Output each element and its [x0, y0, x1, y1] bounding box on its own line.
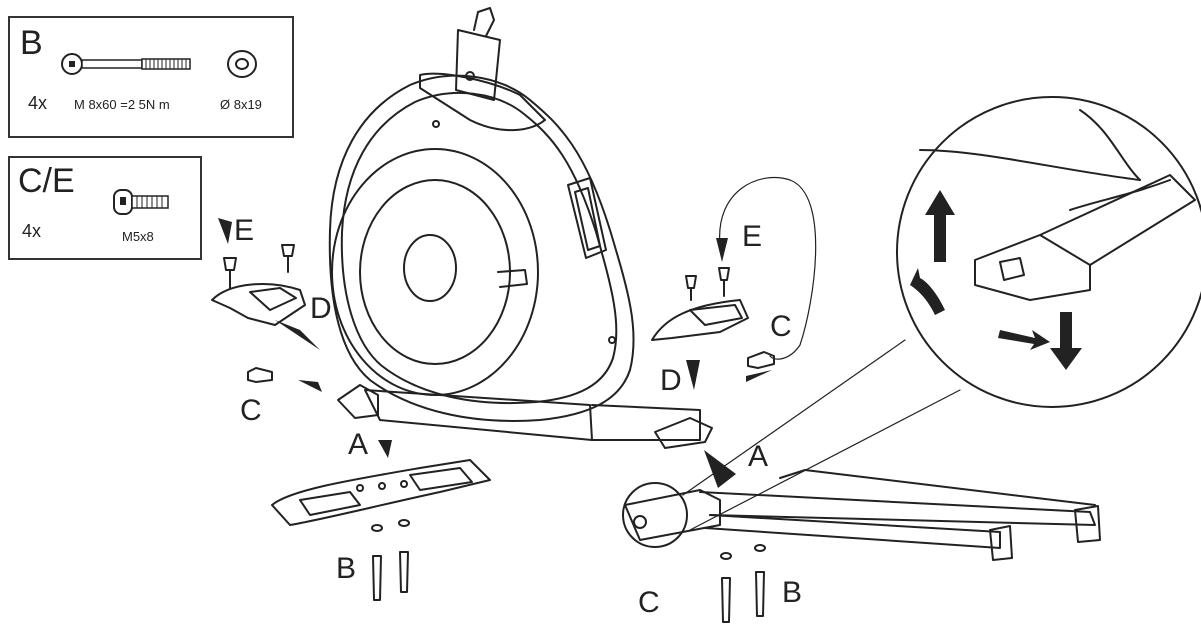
callout-c-left: C	[240, 394, 262, 427]
callout-e-left: E	[234, 214, 254, 247]
legend-ce-letter: C/E	[18, 162, 75, 200]
callout-c-right: C	[770, 310, 792, 343]
legend-box-ce: C/E 4x M5x8	[8, 156, 202, 260]
left-cover-part	[211, 283, 306, 326]
left-screws	[223, 244, 295, 383]
legend-b-bolt-spec: M 8x60 =2 5N m	[74, 97, 170, 112]
left-bolts	[371, 519, 410, 601]
flywheel-housing	[328, 74, 635, 422]
right-bolts	[720, 544, 766, 623]
callout-b-bottom: B	[782, 576, 802, 609]
handlebar-post	[419, 7, 546, 132]
left-stabilizer-foot	[271, 459, 491, 526]
callout-a-right: A	[748, 440, 768, 473]
wedge-a-right	[704, 450, 736, 488]
bolt-icon	[61, 53, 191, 75]
detail-view-circle	[682, 96, 1201, 531]
wedge-d-right	[686, 360, 700, 390]
legend-box-b: B 4x M 8x60 =2 5N m Ø 8x19	[8, 16, 294, 138]
screw-icon	[113, 189, 169, 215]
wedge-d-left	[275, 320, 320, 350]
right-base-frame	[622, 469, 1101, 561]
wedge-c-left	[298, 380, 322, 392]
wedge-c-right	[746, 370, 772, 382]
detail-rotate-arrow-left-icon	[910, 268, 945, 315]
wedge-e-left	[218, 218, 232, 244]
legend-b-washer-spec: Ø 8x19	[220, 97, 262, 112]
legend-b-qty: 4x	[28, 93, 48, 113]
callout-c-bottom: C	[638, 586, 660, 619]
right-cover-part	[651, 267, 775, 369]
callout-b-left: B	[336, 552, 356, 585]
detail-down-arrow-icon	[1050, 312, 1082, 370]
main-frame-rail	[337, 384, 713, 449]
wedge-a-left	[378, 440, 392, 458]
callout-d-right: D	[660, 364, 682, 397]
detail-rotate-arrow-right-icon	[998, 330, 1050, 350]
wedge-e-right	[716, 238, 728, 262]
legend-ce-screw-spec: M5x8	[122, 229, 154, 244]
legend-b-letter: B	[20, 24, 43, 62]
detail-up-arrow-icon	[925, 190, 955, 262]
callout-e-right: E	[742, 220, 762, 253]
callout-d-left: D	[310, 292, 332, 325]
e-connector-line	[719, 176, 817, 360]
washer-icon	[227, 50, 257, 78]
callout-a-left: A	[348, 428, 368, 461]
legend-ce-qty: 4x	[22, 221, 42, 241]
